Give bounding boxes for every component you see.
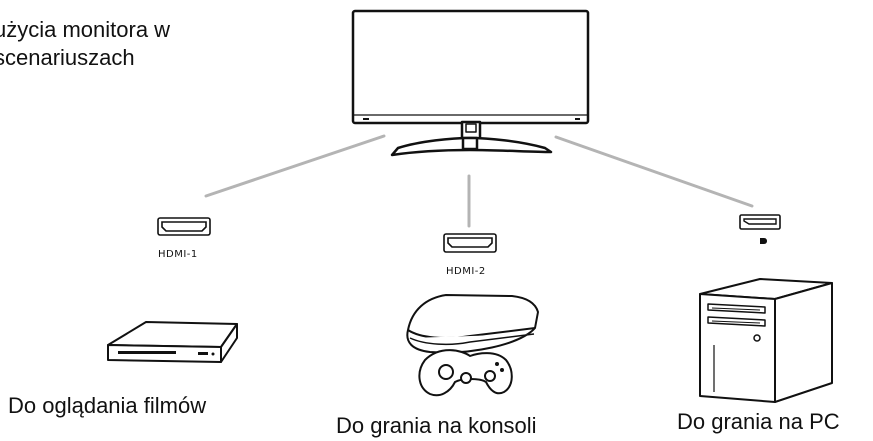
- gamepad-icon: [418, 349, 513, 397]
- connection-lines: [204, 134, 754, 228]
- hdmi2-label: HDMI-2: [446, 266, 486, 277]
- caption-console: Do grania na konsoli: [336, 413, 537, 438]
- hdmi2-port-icon: [443, 233, 497, 253]
- line-to-hdmi1: [204, 134, 386, 198]
- game-console-icon: [406, 294, 539, 354]
- caption-movies: Do oglądania filmów: [8, 393, 207, 418]
- diagram-title: użycia monitora w scenariuszach: [0, 16, 254, 72]
- monitor-icon: [351, 9, 590, 157]
- displayport-logo-icon: [760, 238, 767, 244]
- hdmi1-label: HDMI-1: [158, 249, 198, 260]
- caption-pc: Do grania na PC: [677, 409, 840, 434]
- line-to-dp: [554, 135, 754, 208]
- displayport-port-icon: [739, 214, 781, 230]
- title-line-1: użycia monitora w: [0, 17, 171, 42]
- hdmi1-port-icon: [157, 217, 211, 236]
- media-player-icon: [107, 321, 238, 363]
- title-line-2: scenariuszach: [0, 45, 135, 70]
- pc-tower-icon: [699, 278, 833, 403]
